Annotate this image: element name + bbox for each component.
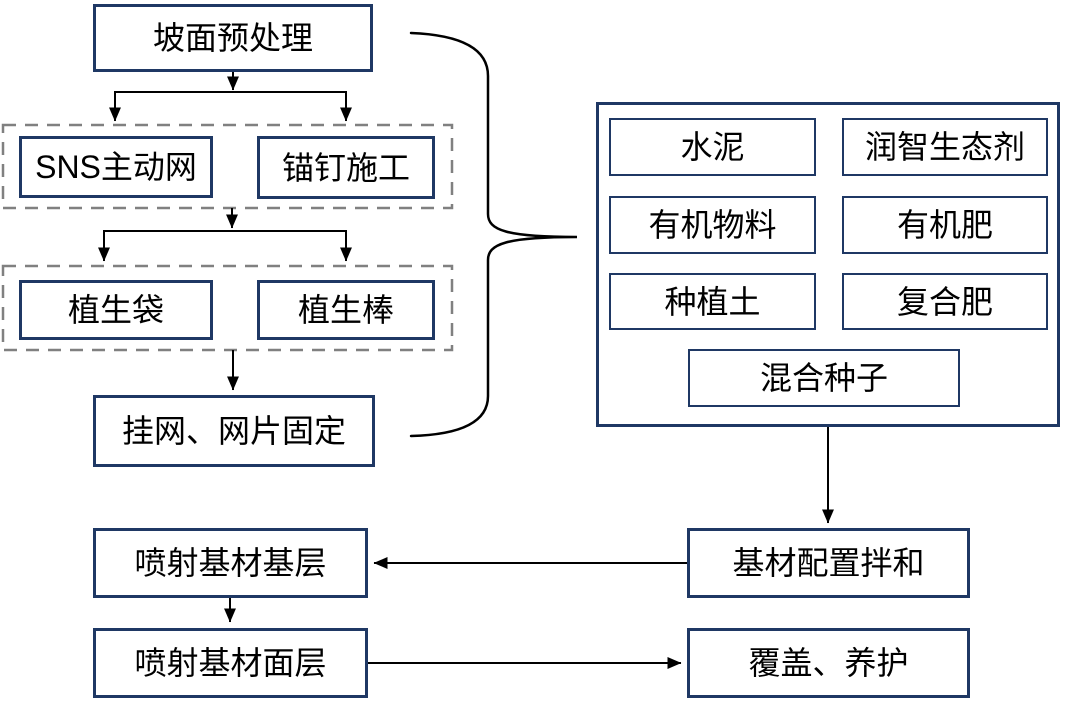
node-substrate-mixing: 基材配置拌和	[687, 528, 970, 598]
node-mixed-seeds: 混合种子	[688, 349, 960, 407]
node-hang-net-fixing: 挂网、网片固定	[93, 395, 375, 467]
node-organic-fertilizer: 有机肥	[842, 196, 1048, 254]
node-sns-active-net: SNS主动网	[19, 136, 213, 198]
node-vegetation-rod: 植生棒	[257, 280, 435, 340]
node-cover-maintenance: 覆盖、养护	[687, 628, 970, 698]
node-vegetation-bag: 植生袋	[19, 280, 213, 340]
node-anchor-nail-construction: 锚钉施工	[257, 136, 435, 199]
dashed-group-vegetation	[1, 264, 454, 352]
node-slope-pretreatment: 坡面预处理	[93, 4, 373, 72]
dashed-group-net-anchor	[1, 123, 454, 210]
node-spray-surface-layer: 喷射基材面层	[93, 628, 368, 698]
node-cement: 水泥	[609, 118, 816, 176]
node-organic-material: 有机物料	[609, 196, 816, 254]
node-compound-fertilizer: 复合肥	[842, 273, 1048, 330]
brace-left-chain-to-materials	[409, 31, 578, 438]
node-spray-base-layer: 喷射基材基层	[93, 528, 368, 598]
node-planting-soil: 种植土	[609, 273, 816, 330]
node-runzhi-eco-agent: 润智生态剂	[842, 118, 1048, 176]
